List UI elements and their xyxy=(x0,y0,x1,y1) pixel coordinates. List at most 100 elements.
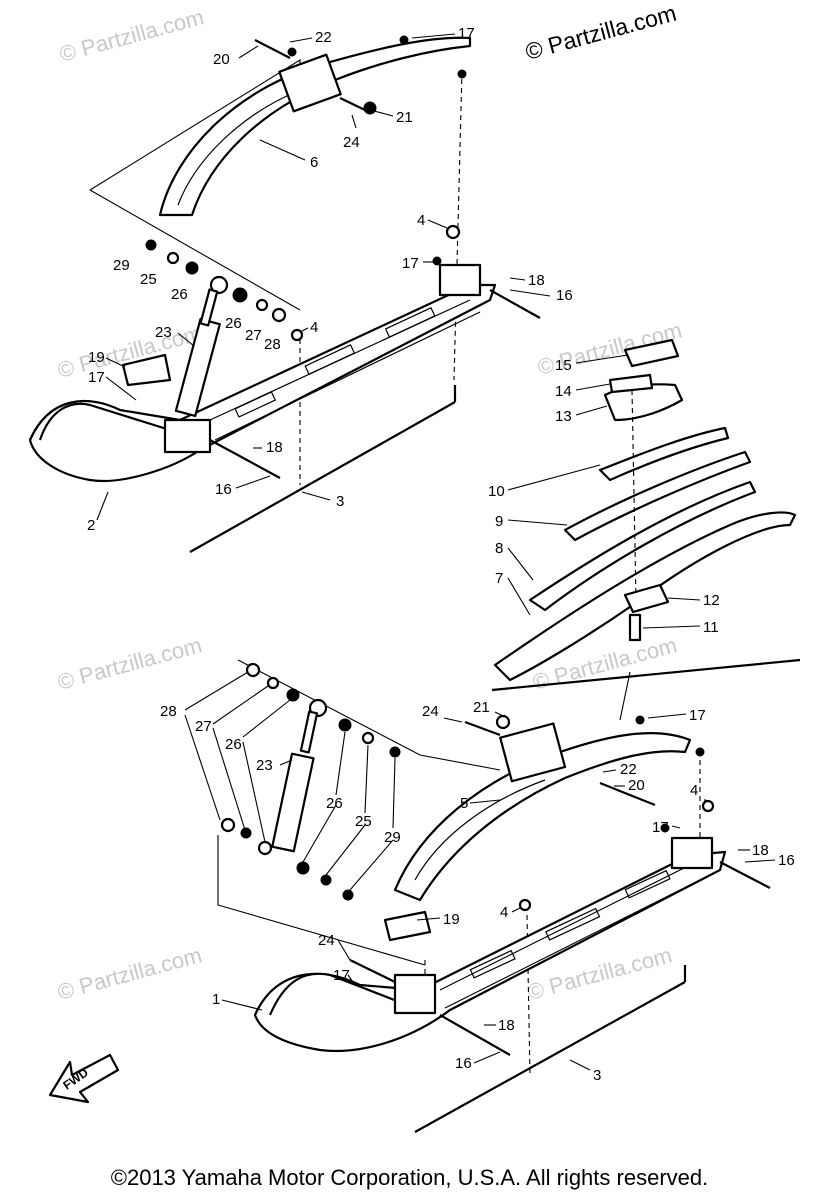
upper-ski-body xyxy=(28,283,497,482)
washer-29 xyxy=(145,239,157,251)
upper-spring-bracket xyxy=(278,53,342,113)
callout-17: 17 xyxy=(333,967,350,984)
spring-leaf-8 xyxy=(528,480,757,612)
callout-29: 29 xyxy=(384,829,401,846)
bolt-24-shaft xyxy=(339,97,366,111)
callout-17: 17 xyxy=(652,819,669,836)
lower-ski-slot xyxy=(469,949,516,979)
leader-lines xyxy=(96,33,776,1071)
lower-bracket-19 xyxy=(383,910,432,942)
watermark: © Partzilla.com xyxy=(55,942,205,1005)
assembly-guide-line xyxy=(453,69,463,381)
lower-bushing-26b xyxy=(338,718,352,732)
spring-center-line xyxy=(631,389,637,601)
callout-6: 6 xyxy=(310,154,318,171)
upper-bracket-19 xyxy=(121,353,172,387)
callout-27: 27 xyxy=(245,327,262,344)
callout-28: 28 xyxy=(160,703,177,720)
nut-21 xyxy=(363,101,377,115)
callout-26: 26 xyxy=(225,736,242,753)
callout-20: 20 xyxy=(628,777,645,794)
callout-25: 25 xyxy=(140,271,157,288)
callout-22: 22 xyxy=(620,761,637,778)
callout-17: 17 xyxy=(689,707,706,724)
upper-leaf-spring-groove xyxy=(177,89,301,206)
watermark: © Partzilla.com xyxy=(57,4,207,67)
callout-24: 24 xyxy=(422,703,439,720)
callout-18: 18 xyxy=(528,272,545,289)
spring-bolt-11 xyxy=(628,613,642,642)
callout-3: 3 xyxy=(336,493,344,510)
callout-4: 4 xyxy=(500,904,508,921)
callout-10: 10 xyxy=(488,483,505,500)
callout-8: 8 xyxy=(495,540,503,557)
lower-nut-4 xyxy=(701,799,715,813)
lower-shock-rod xyxy=(299,710,319,754)
callout-14: 14 xyxy=(555,383,572,400)
callout-29: 29 xyxy=(113,257,130,274)
lower-bolt-24-front xyxy=(349,959,396,983)
upper-tie-rod xyxy=(189,401,456,553)
callout-4: 4 xyxy=(417,212,425,229)
lower-ski-slot xyxy=(624,869,671,899)
callout-11: 11 xyxy=(703,619,719,636)
assembly-guide-line xyxy=(89,189,301,311)
lower-nut-17 xyxy=(635,715,645,725)
nut-17 xyxy=(399,35,409,45)
lower-shock-absorber xyxy=(271,752,315,853)
callout-26: 26 xyxy=(225,315,242,332)
upper-bolt-16-front xyxy=(209,439,281,479)
lower-leaf-spring-groove xyxy=(414,779,546,881)
callout-5: 5 xyxy=(460,795,468,812)
callout-19: 19 xyxy=(443,911,460,928)
callout-19: 19 xyxy=(88,349,105,366)
lower-bolt-20 xyxy=(599,781,656,807)
callout-4: 4 xyxy=(690,782,698,799)
callout-16: 16 xyxy=(778,852,795,869)
upper-ski-loop xyxy=(38,402,171,441)
lower-collar-28 xyxy=(245,662,261,678)
upper-bolt-16-rear xyxy=(489,289,541,319)
callout-7: 7 xyxy=(495,570,503,587)
callout-22: 22 xyxy=(315,29,332,46)
lower-ski-bracket-front xyxy=(393,973,437,1015)
nut-4 xyxy=(290,328,304,342)
callout-25: 25 xyxy=(355,813,372,830)
callout-16: 16 xyxy=(556,287,573,304)
callout-17: 17 xyxy=(458,25,475,42)
copyright-notice: ©2013 Yamaha Motor Corporation, U.S.A. A… xyxy=(110,1165,709,1190)
callout-27: 27 xyxy=(195,718,212,735)
washer-25 xyxy=(166,251,180,265)
callout-2: 2 xyxy=(87,517,95,534)
callout-12: 12 xyxy=(703,592,720,609)
lower-ring-left xyxy=(220,817,236,833)
callout-26: 26 xyxy=(171,286,188,303)
lower-nut-21 xyxy=(495,714,511,730)
callout-18: 18 xyxy=(752,842,769,859)
lower-bolt-16-front xyxy=(439,1014,511,1056)
callout-23: 23 xyxy=(155,324,172,341)
bushing-26 xyxy=(185,261,199,275)
lower-nut-17b xyxy=(695,747,705,757)
lower-spring-bracket xyxy=(499,722,567,783)
fwd-arrow-icon xyxy=(48,1053,120,1104)
callout-23: 23 xyxy=(256,757,273,774)
callout-17: 17 xyxy=(88,369,105,386)
upper-ski-bracket-front xyxy=(163,418,212,454)
upper-shock-rod xyxy=(199,288,219,327)
spring-leaf-10 xyxy=(598,426,730,482)
callout-21: 21 xyxy=(473,699,490,716)
lower-nut-17-rear xyxy=(660,823,670,833)
nut-17-upper xyxy=(432,256,442,266)
upper-shock-eye xyxy=(209,275,229,295)
lower-washer-29 xyxy=(389,746,401,758)
lower-ski-bracket-rear xyxy=(670,836,714,870)
spring-clamp-15 xyxy=(623,338,680,368)
lower-ring-left2 xyxy=(240,827,252,839)
callout-21: 21 xyxy=(396,109,413,126)
callout-26: 26 xyxy=(326,795,343,812)
upper-ski-bracket-rear xyxy=(438,263,482,297)
watermark-top-right: © Partzilla.com xyxy=(523,0,679,65)
lower-bolt-24 xyxy=(464,720,501,737)
